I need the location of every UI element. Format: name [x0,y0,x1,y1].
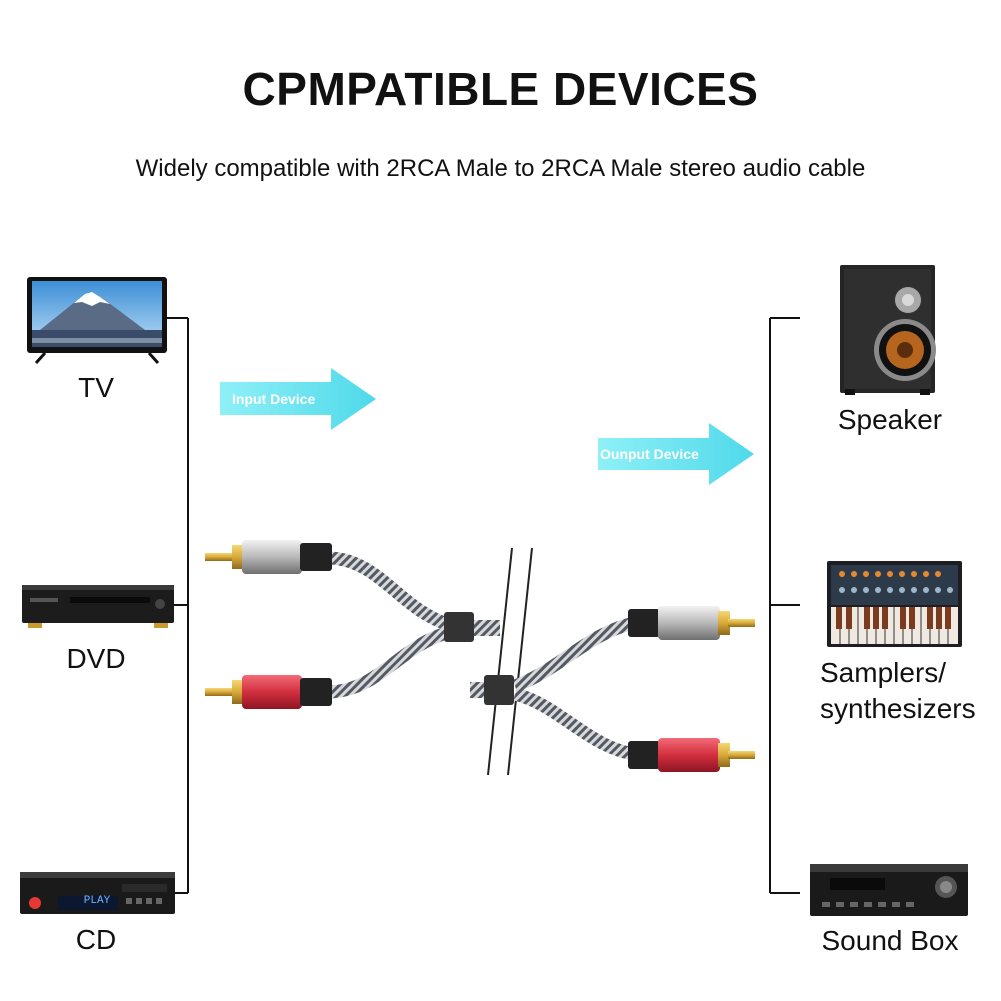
page-title: CPMPATIBLE DEVICES [242,63,759,115]
red-rca-plug-right [628,738,755,772]
silver-rca-plug-right [628,606,755,640]
output-device-arrow-label: Ounput Device [600,446,699,462]
device-label-speaker: Speaker [837,404,943,435]
input-device-arrow-label: Input Device [232,391,316,407]
device-label-sound-box: Sound Box [821,925,959,956]
page-subtitle: Widely compatible with 2RCA Male to 2RCA… [135,155,866,182]
cd-display-text: PLAY [83,895,111,907]
rca-cable-right [470,606,755,772]
tv-icon [27,277,167,365]
synthesizer-icon [827,561,962,647]
device-label-dvd: DVD [66,643,126,674]
input-device-arrow [220,368,376,430]
red-rca-plug-left [205,675,332,709]
output-bracket [769,317,800,894]
rca-cable-left [205,540,500,709]
speaker-icon [840,265,936,395]
output-device-arrow [598,423,754,485]
device-label-synthesizers: Samplers/ synthesizers [820,657,976,724]
dvd-player-icon [22,585,174,628]
cable-break-marks [487,547,533,776]
sound-box-icon [810,864,968,916]
device-label-cd: CD [75,924,117,955]
cd-player-icon [20,872,175,914]
silver-rca-plug-left [205,540,332,574]
device-label-tv: TV [78,372,114,403]
